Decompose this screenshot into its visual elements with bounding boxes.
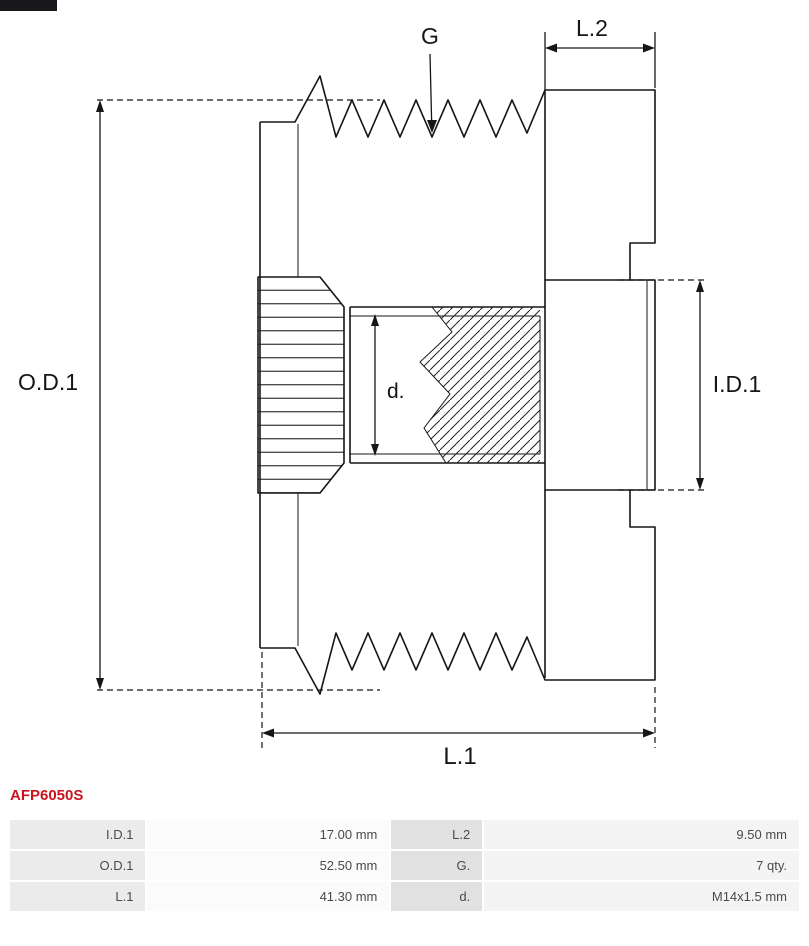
l1-dimension: L.1 xyxy=(261,652,656,770)
spline-hub xyxy=(257,276,345,494)
d-label: d. xyxy=(387,380,405,403)
spec-label: I.D.1 xyxy=(10,820,146,849)
spec-value: 41.30 mm xyxy=(147,882,390,911)
technical-drawing: G L.2 O.D.1 I.D.1 d. xyxy=(18,15,762,770)
thread-hatch xyxy=(419,306,540,464)
id1-label: I.D.1 xyxy=(713,371,762,397)
spec-value: 7 qty. xyxy=(484,851,799,880)
table-row: I.D.1 17.00 mm L.2 9.50 mm xyxy=(10,820,799,849)
spec-label: G. xyxy=(391,851,483,880)
l2-label: L.2 xyxy=(576,15,608,41)
g-dimension: G xyxy=(421,23,439,133)
spec-table: I.D.1 17.00 mm L.2 9.50 mm O.D.1 52.50 m… xyxy=(8,818,801,913)
l2-dimension: L.2 xyxy=(544,15,656,93)
spec-value: 52.50 mm xyxy=(147,851,390,880)
spec-label: L.1 xyxy=(10,882,146,911)
spec-label: L.2 xyxy=(391,820,483,849)
table-row: L.1 41.30 mm d. M14x1.5 mm xyxy=(10,882,799,911)
spec-value: M14x1.5 mm xyxy=(484,882,799,911)
spec-value: 9.50 mm xyxy=(484,820,799,849)
d-dimension: d. xyxy=(371,314,405,456)
logo-fragment xyxy=(0,0,57,11)
od1-dimension: O.D.1 xyxy=(18,99,380,691)
part-number: AFP6050S xyxy=(10,787,84,804)
g-label: G xyxy=(421,23,439,49)
spec-label: d. xyxy=(391,882,483,911)
od1-label: O.D.1 xyxy=(18,369,78,395)
table-row: O.D.1 52.50 mm G. 7 qty. xyxy=(10,851,799,880)
id1-dimension: I.D.1 xyxy=(618,279,762,491)
spec-label: O.D.1 xyxy=(10,851,146,880)
spec-value: 17.00 mm xyxy=(147,820,390,849)
l1-label: L.1 xyxy=(443,743,476,770)
